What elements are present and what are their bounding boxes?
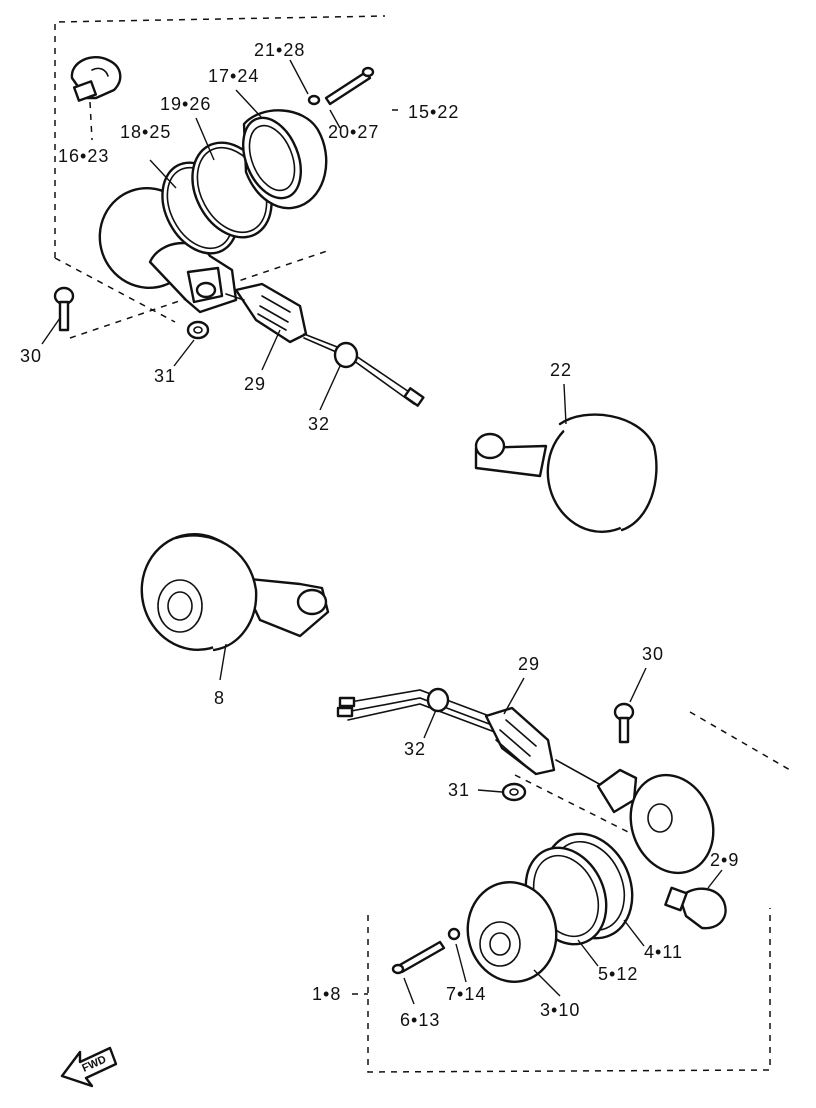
label-18-25: 18•25 [120, 122, 171, 142]
signal-assembly-22 [474, 413, 658, 534]
upper-screw [324, 66, 375, 106]
upper-bolt-30 [53, 286, 75, 332]
upper-rim-17-24 [242, 109, 328, 210]
label-15-22: 15•22 [408, 102, 459, 122]
label-31-top: 31 [154, 366, 176, 386]
upper-housing [148, 241, 238, 314]
label-30-bottom: 30 [642, 644, 664, 664]
lower-wire-32 [336, 687, 501, 735]
label-8: 8 [214, 688, 225, 708]
label-32-bottom: 32 [404, 739, 426, 759]
label-5-12: 5•12 [598, 964, 638, 984]
label-29-bottom: 29 [518, 654, 540, 674]
upper-nut-31 [186, 320, 210, 340]
label-29-top: 29 [244, 374, 266, 394]
label-4-11: 4•11 [644, 942, 683, 962]
lower-assembly-boundary [367, 711, 791, 1073]
label-19-26: 19•26 [160, 94, 211, 114]
signal-assembly-8 [140, 533, 330, 652]
label-30-top: 30 [20, 346, 42, 366]
label-32-top: 32 [308, 414, 330, 434]
label-7-14: 7•14 [446, 984, 486, 1004]
lower-socket-29 [484, 706, 611, 791]
lower-nut-31 [501, 782, 527, 802]
upper-socket-29 [225, 282, 308, 344]
leader-lines [41, 59, 723, 1005]
lower-washer [447, 927, 461, 941]
label-2-9: 2•9 [710, 850, 739, 870]
label-1-8: 1•8 [312, 984, 341, 1004]
lower-screw [391, 940, 446, 975]
label-6-13: 6•13 [400, 1010, 440, 1030]
label-22: 22 [550, 360, 572, 380]
upper-wire-32 [303, 333, 425, 407]
upper-bulb [70, 55, 122, 102]
label-20-27: 20•27 [328, 122, 379, 142]
lower-bolt-30 [613, 702, 635, 744]
part-labels: 16•23 18•25 19•26 17•24 21•28 20•27 15•2… [20, 40, 739, 1030]
lower-bulb [664, 886, 727, 930]
label-17-24: 17•24 [208, 66, 259, 86]
label-16-23: 16•23 [58, 146, 109, 166]
label-31-bottom: 31 [448, 780, 470, 800]
lower-housing [596, 768, 715, 875]
label-21-28: 21•28 [254, 40, 305, 60]
label-3-10: 3•10 [540, 1000, 580, 1020]
upper-washer [307, 94, 321, 106]
forward-arrow-icon: FWD [60, 1046, 118, 1088]
lower-lens-3-10 [466, 881, 558, 983]
bulb-leader [89, 101, 93, 141]
